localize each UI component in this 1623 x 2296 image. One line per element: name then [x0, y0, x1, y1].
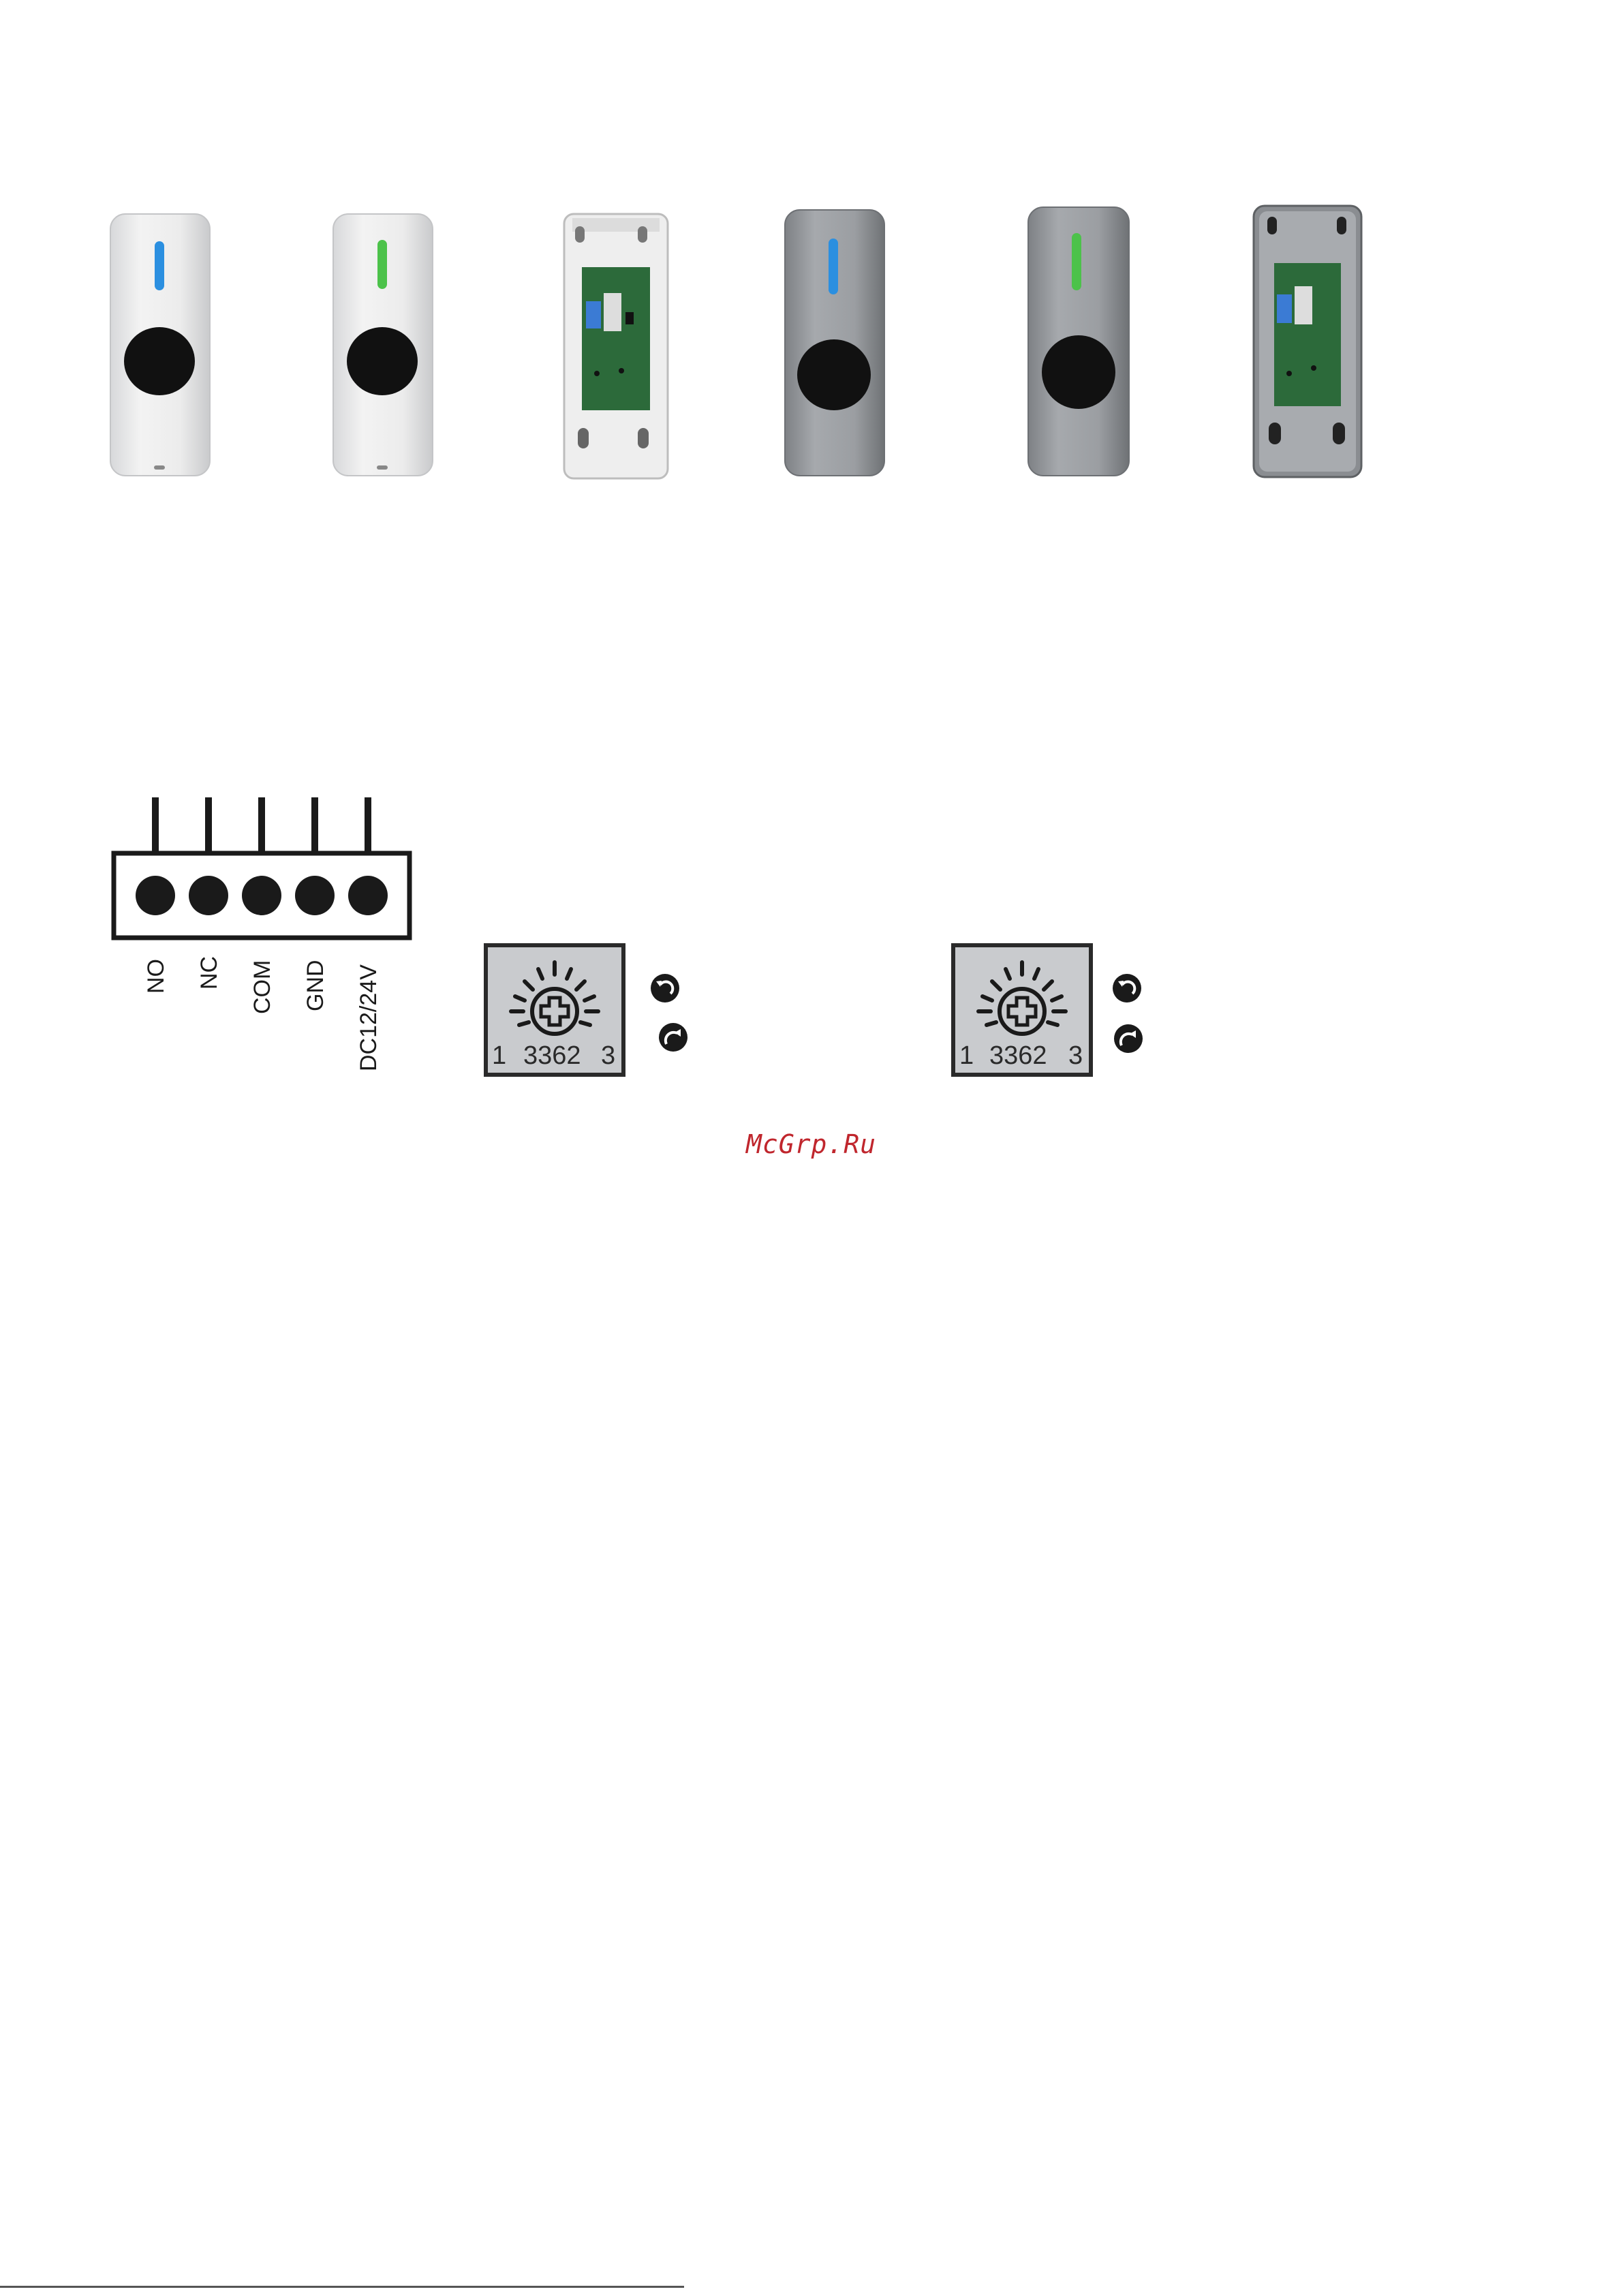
- white-button-green-led: [332, 213, 434, 478]
- pot-pin-right: 3: [1068, 1041, 1083, 1071]
- pot-model: 3362: [523, 1041, 581, 1071]
- silver-button-green-led: [1027, 206, 1130, 478]
- footer-rule: [0, 2286, 684, 2288]
- watermark: McGrp.Ru: [746, 1129, 876, 1159]
- rotate-clockwise-icon: [658, 1022, 688, 1056]
- pot-pin-left: 1: [959, 1041, 974, 1071]
- white-button-back: [563, 213, 669, 480]
- pot-model: 3362: [989, 1041, 1047, 1071]
- terminal-label-no: NO: [143, 959, 170, 994]
- rotate-counterclockwise-icon: [1112, 973, 1142, 1007]
- pot-pin-left: 1: [492, 1041, 506, 1071]
- pot-pin-right: 3: [601, 1041, 615, 1071]
- white-button-blue-led: [109, 213, 211, 478]
- rotate-counterclockwise-icon: [650, 973, 680, 1007]
- potentiometer-diagram-1: 1 3362 3: [484, 943, 625, 1077]
- terminal-label-gnd: GND: [303, 960, 329, 1011]
- terminal-label-com: COM: [249, 960, 276, 1014]
- rotate-clockwise-icon: [1113, 1024, 1143, 1057]
- terminal-label-dc: DC12/24V: [356, 964, 382, 1071]
- potentiometer-diagram-2: 1 3362 3: [951, 943, 1093, 1077]
- silver-button-back: [1252, 204, 1363, 480]
- terminal-block-diagram: [110, 797, 417, 951]
- terminal-label-nc: NC: [196, 956, 223, 990]
- silver-button-blue-led: [784, 209, 886, 478]
